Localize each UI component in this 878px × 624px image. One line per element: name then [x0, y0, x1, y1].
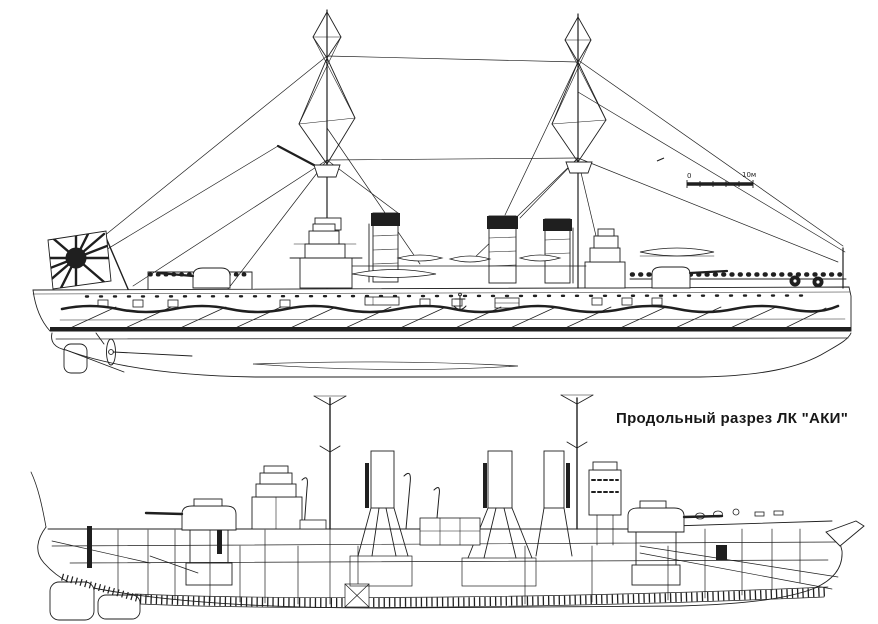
mainmast-section — [313, 395, 347, 530]
fore-gun-barrel — [682, 514, 724, 519]
aft-bridge — [289, 223, 363, 289]
rudder-section — [49, 581, 95, 621]
rigging-lines — [51, 55, 846, 290]
torpedo-net-booms — [65, 306, 827, 331]
funnel-3 — [543, 218, 574, 284]
rising-sun-ensign-icon — [47, 230, 112, 290]
fighting-top — [565, 161, 593, 174]
scale-bar: 0 10м — [656, 157, 756, 188]
scale-end-label: 10м — [742, 171, 756, 179]
fore-turret-section — [627, 500, 724, 586]
double-bottom-ribbing — [61, 573, 829, 608]
superstructure-sections — [251, 461, 784, 546]
propeller — [95, 332, 193, 366]
aft-gun-barrel — [144, 511, 184, 516]
porthole-row — [84, 294, 814, 298]
aft-gun-barrel — [156, 271, 195, 278]
conning-tower-section — [588, 461, 622, 546]
mast-sections — [313, 394, 594, 530]
aft-bridge-section — [251, 465, 303, 530]
bow-group — [629, 247, 847, 289]
kite-topmast-lower — [298, 56, 356, 165]
aft-turret-section — [144, 498, 237, 586]
waterline-band — [50, 327, 851, 332]
funnel-3-section — [535, 450, 573, 557]
funnel-1-section — [349, 450, 413, 587]
fore-gun-barrel — [688, 269, 729, 275]
figure-caption: Продольный разрез ЛК "АКИ" — [616, 410, 849, 427]
torpedo-net-shelf — [60, 304, 840, 314]
vent-cowl — [403, 472, 411, 530]
ship-boats — [351, 247, 715, 278]
hull-side-details — [60, 292, 840, 331]
longitudinal-section-view — [30, 394, 865, 621]
scale-start-label: 0 — [687, 172, 691, 180]
aft-turret-group — [147, 267, 253, 290]
stern-staff — [30, 471, 47, 528]
fighting-top — [313, 164, 341, 178]
fore-turret — [651, 266, 691, 289]
foremast-group — [551, 13, 626, 289]
foremast-section — [560, 394, 594, 530]
aft-turret — [192, 267, 231, 289]
ensign-staff — [103, 232, 129, 290]
fore-bridge — [584, 228, 626, 289]
skeg-section — [97, 594, 141, 620]
funnel-sections — [301, 450, 573, 587]
vent-cowl — [433, 487, 440, 530]
casemate-battery-section — [299, 517, 481, 546]
bow-flare — [825, 520, 865, 547]
stray-mark — [656, 157, 665, 162]
vent-cowl — [301, 477, 308, 530]
bilge-keel — [252, 361, 519, 370]
kite-topmast-lower — [551, 60, 607, 163]
mainmast-group — [289, 9, 363, 289]
underwater-hull — [51, 332, 852, 378]
rudder — [63, 343, 88, 374]
stern-ensign — [47, 230, 129, 290]
magazine-x-box — [344, 583, 370, 608]
funnel-2 — [487, 215, 518, 284]
side-elevation-view — [32, 9, 852, 378]
hull — [32, 286, 852, 340]
deck-fittings — [695, 508, 784, 520]
